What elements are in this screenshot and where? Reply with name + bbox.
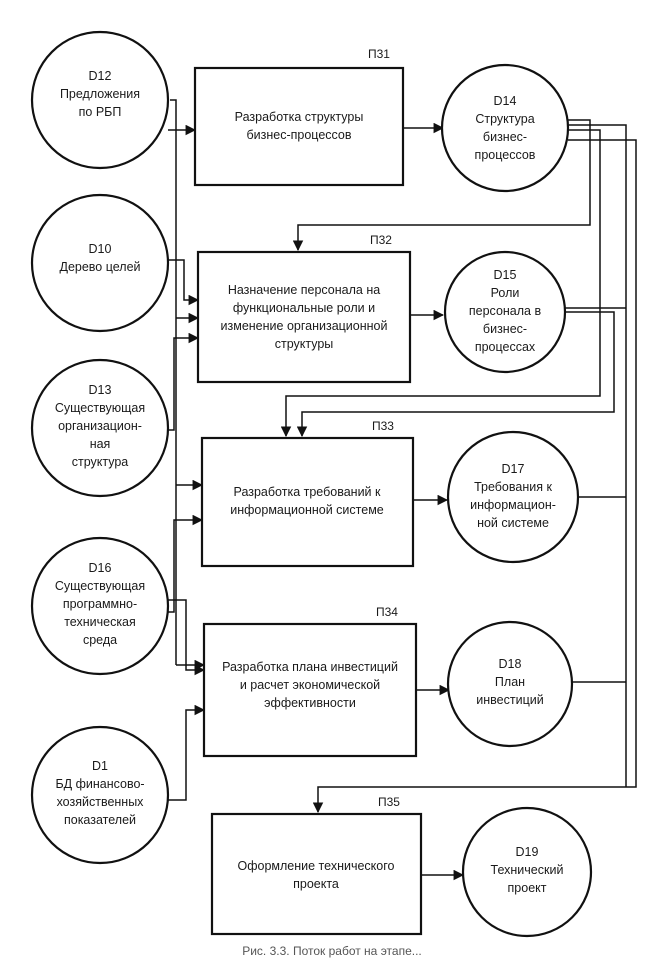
process-p32-line-4: структуры <box>275 337 334 351</box>
input-d13-id: D13 <box>89 383 112 397</box>
process-p34-line-3: эффективности <box>264 696 356 710</box>
line-d16-to-p34 <box>168 599 206 676</box>
input-d10-id: D10 <box>89 242 112 256</box>
output-d18-line-2: инвестиций <box>476 693 543 707</box>
line-d12-trunk <box>170 99 177 665</box>
process-p35-line-1: Оформление технического <box>238 859 395 873</box>
input-d10: D10 Дерево целей <box>30 193 170 333</box>
process-p32-line-3: изменение организационной <box>221 319 388 333</box>
input-d1-line-2: хозяйственных <box>57 795 145 809</box>
process-p34: П34 Разработка плана инвестиций и расчет… <box>202 605 418 758</box>
input-d16-line-2: программно- <box>63 597 137 611</box>
line-d1-to-p34 <box>168 704 206 801</box>
output-d19-line-1: Технический <box>491 863 564 877</box>
process-p35-label: П35 <box>378 795 400 809</box>
process-p32-label: П32 <box>370 233 392 247</box>
flow-d14-to-p32 <box>292 119 591 252</box>
input-d13-line-4: структура <box>72 455 129 469</box>
process-p31-label: П31 <box>368 47 390 61</box>
process-p34-line-1: Разработка плана инвестиций <box>222 660 398 674</box>
line-d13-to-p32 <box>168 332 200 431</box>
input-d1: D1 БД финансово- хозяйственных показател… <box>30 725 170 865</box>
flow-d14-to-p35 <box>312 139 637 814</box>
input-d12-line-2: по РБП <box>79 105 122 119</box>
process-p33-line-1: Разработка требований к <box>234 485 381 499</box>
output-d14-line-1: Структура <box>475 112 534 126</box>
process-p31-line-1: Разработка структуры <box>235 110 364 124</box>
output-d14-id: D14 <box>494 94 517 108</box>
output-d15-line-2: персонала в <box>469 304 542 318</box>
input-d1-line-3: показателей <box>64 813 136 827</box>
process-p33-label: П33 <box>372 419 394 433</box>
input-d16-id: D16 <box>89 561 112 575</box>
input-d12: D12 Предложения по РБП <box>30 30 170 170</box>
input-d12-line-1: Предложения <box>60 87 140 101</box>
output-d15-line-1: Роли <box>491 286 520 300</box>
line-d16-to-p33 <box>168 514 204 613</box>
line-d14-to-bus <box>568 124 627 787</box>
output-d18: D18 План инвестиций <box>446 620 574 748</box>
output-d15-id: D15 <box>494 268 517 282</box>
input-d16: D16 Существующая программно- техническая… <box>30 536 170 676</box>
output-d17: D17 Требования к информацион- ной систем… <box>446 430 580 564</box>
process-p31-line-2: бизнес-процессов <box>246 128 351 142</box>
output-d17-line-2: информацион- <box>470 498 556 512</box>
process-p32: П32 Назначение персонала на функциональн… <box>196 233 412 384</box>
flow-d14-to-p33 <box>280 129 601 438</box>
flow-d15-to-p33 <box>296 311 615 438</box>
output-d18-line-1: План <box>495 675 525 689</box>
line-d10-to-p32 <box>168 259 200 306</box>
input-d13-line-3: ная <box>90 437 111 451</box>
process-p34-line-2: и расчет экономической <box>240 678 380 692</box>
input-d16-line-3: техническая <box>64 615 136 629</box>
output-d14-line-3: процессов <box>475 148 536 162</box>
input-d16-line-1: Существующая <box>55 579 145 593</box>
process-p34-label: П34 <box>376 605 398 619</box>
output-d17-id: D17 <box>502 462 525 476</box>
output-d17-line-1: Требования к <box>474 480 552 494</box>
output-d19-id: D19 <box>516 845 539 859</box>
process-p33-line-2: информационной системе <box>230 503 384 517</box>
input-d13-line-1: Существующая <box>55 401 145 415</box>
output-d14: D14 Структура бизнес- процессов <box>440 63 570 193</box>
process-p33: П33 Разработка требований к информационн… <box>200 419 415 568</box>
output-d19-line-2: проект <box>508 881 547 895</box>
process-p35: П35 Оформление технического проекта <box>210 795 423 936</box>
output-d14-line-2: бизнес- <box>483 130 527 144</box>
connectors <box>168 99 637 881</box>
process-p35-line-2: проекта <box>293 877 339 891</box>
output-d17-line-3: ной системе <box>477 516 549 530</box>
figure-caption: Рис. 3.3. Поток работ на этапе... <box>242 944 422 958</box>
output-d19: D19 Технический проект <box>461 806 593 938</box>
output-d18-id: D18 <box>499 657 522 671</box>
input-d1-line-1: БД финансово- <box>55 777 144 791</box>
output-d15-line-4: процессах <box>475 340 536 354</box>
output-d15-line-3: бизнес- <box>483 322 527 336</box>
input-d1-id: D1 <box>92 759 108 773</box>
output-d15: D15 Роли персонала в бизнес- процессах <box>443 250 567 374</box>
process-p31: П31 Разработка структуры бизнес-процессо… <box>193 47 405 187</box>
input-d10-line-1: Дерево целей <box>59 260 140 274</box>
process-p32-line-1: Назначение персонала на <box>228 283 380 297</box>
input-d16-line-4: среда <box>83 633 117 647</box>
input-d13-line-2: организацион- <box>58 419 142 433</box>
input-d13: D13 Существующая организацион- ная струк… <box>30 358 170 498</box>
input-d12-id: D12 <box>89 69 112 83</box>
process-p32-line-2: функциональные роли и <box>233 301 375 315</box>
